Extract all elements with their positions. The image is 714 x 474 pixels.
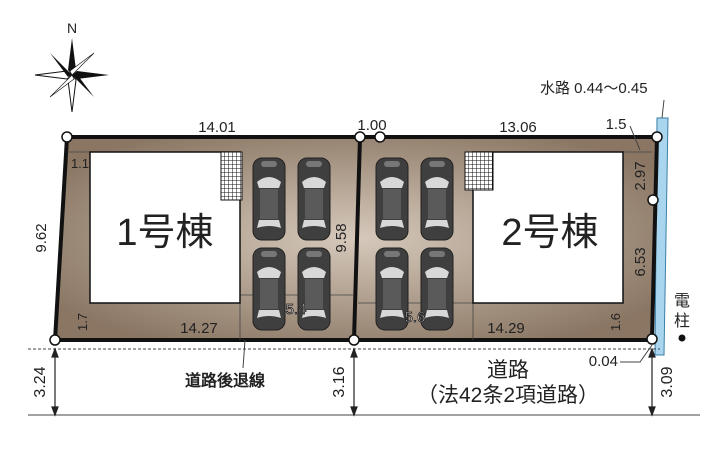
car-icon [420, 157, 454, 241]
corner-point [374, 131, 386, 143]
dim-setback-bottom-2: 1.6 [608, 313, 623, 331]
dim-lot2-right-upper: 2.97 [632, 161, 649, 190]
dim-setback-top: 1.1 [71, 156, 89, 171]
hatch-2 [464, 151, 494, 191]
dim-setback-bottom-1: 1.7 [75, 313, 90, 331]
car-icon [375, 247, 409, 331]
dim-lot1-top: 14.01 [198, 119, 236, 136]
dim-lot2-right-lower: 6.53 [632, 247, 649, 276]
road-setback-label: 道路後退線 [185, 371, 265, 390]
utility-pole-label-1: 電 [674, 293, 690, 310]
dim-corner: 1.5 [606, 116, 627, 133]
utility-pole-icon [678, 334, 686, 342]
dim-parking-1: 5.4 [286, 301, 307, 318]
corner-point [651, 131, 663, 143]
dim-parking-2: 5.6 [405, 309, 426, 326]
house-2 [472, 151, 624, 304]
corner-point [646, 333, 658, 345]
north-label: N [67, 20, 77, 36]
road-sublabel: （法42条2項道路） [417, 384, 599, 407]
car-icon [297, 157, 331, 241]
road-label: 道路 [487, 359, 529, 382]
road-width-right: 3.09 [659, 366, 676, 397]
corner-point [61, 131, 73, 143]
house-1-label: 1号棟 [116, 212, 213, 254]
lot-divider [352, 136, 362, 341]
dim-lot1-bottom: 14.27 [180, 320, 218, 337]
water-channel [654, 117, 669, 356]
dim-lot2-top: 13.06 [499, 119, 537, 136]
car-icon [252, 247, 286, 331]
car-icon [420, 247, 454, 331]
road-width-middle: 3.16 [331, 366, 348, 397]
car-icon [252, 157, 286, 241]
corner-point [49, 334, 61, 346]
house-2-label: 2号棟 [501, 212, 598, 254]
compass-icon: N [34, 20, 109, 113]
car-icon [297, 247, 331, 331]
utility-pole-label-2: 柱 [674, 312, 690, 330]
dim-gap: 1.00 [357, 117, 386, 134]
hatch-1 [220, 151, 243, 201]
corner-point [354, 131, 366, 143]
water-channel-label: 水路 0.44〜0.45 [540, 80, 648, 97]
corner-point [647, 194, 659, 206]
dim-lot1-left: 9.62 [33, 223, 50, 252]
road-offset: 0.04 [589, 353, 618, 370]
road-width-left: 3.24 [32, 366, 49, 397]
house-1 [89, 151, 241, 304]
car-icon [375, 157, 409, 241]
dim-lot2-bottom: 14.29 [487, 320, 525, 337]
dim-lot1-right: 9.58 [333, 223, 350, 252]
corner-point [348, 334, 360, 346]
